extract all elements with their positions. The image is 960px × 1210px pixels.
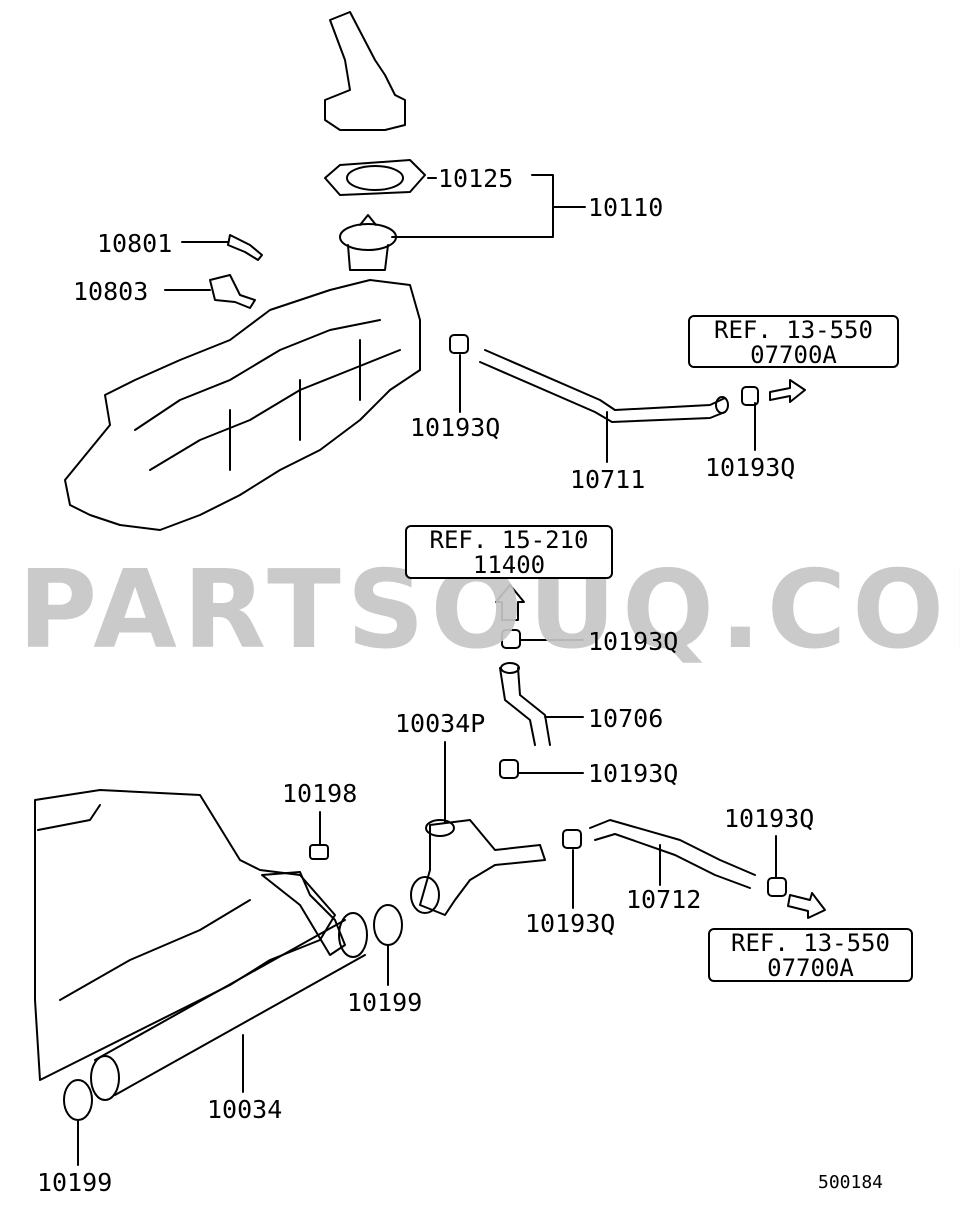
reference-box[interactable]: REF. 13-550 07700A bbox=[688, 315, 899, 368]
clamp bbox=[741, 386, 759, 406]
clamp bbox=[562, 829, 582, 849]
part-label-10193q[interactable]: 10193Q bbox=[410, 413, 501, 442]
water-pipe bbox=[94, 919, 366, 1096]
water-outlet bbox=[419, 819, 546, 916]
clamp bbox=[767, 877, 787, 897]
reference-line1: REF. 13-550 bbox=[731, 929, 890, 957]
sensor-10803 bbox=[209, 274, 256, 309]
part-label-10193q[interactable]: 10193Q bbox=[588, 627, 679, 656]
part-label-10199[interactable]: 10199 bbox=[347, 988, 423, 1017]
part-label-10034[interactable]: 10034 bbox=[207, 1095, 283, 1124]
intake-manifold bbox=[64, 279, 421, 531]
reference-line2: 07700A bbox=[767, 954, 854, 982]
arrow-right-icon bbox=[787, 892, 826, 919]
hose-10712 bbox=[589, 819, 756, 889]
clamp bbox=[499, 759, 519, 779]
thermostat bbox=[339, 214, 397, 271]
o-ring bbox=[373, 904, 403, 946]
bolt bbox=[309, 844, 329, 860]
engine-block bbox=[34, 789, 336, 1081]
part-label-10034p[interactable]: 10034P bbox=[395, 709, 486, 738]
reference-line1: REF. 13-550 bbox=[714, 316, 873, 344]
part-label-10199[interactable]: 10199 bbox=[37, 1168, 113, 1197]
part-label-10801[interactable]: 10801 bbox=[97, 229, 173, 258]
diagram-code: 500184 bbox=[818, 1172, 884, 1193]
reference-box[interactable]: REF. 13-550 07700A bbox=[708, 928, 913, 982]
hose-10706 bbox=[499, 667, 551, 746]
reference-line2: 07700A bbox=[750, 341, 837, 369]
arrow-right-icon bbox=[769, 379, 806, 403]
part-label-10193q[interactable]: 10193Q bbox=[525, 909, 616, 938]
part-label-10193q[interactable]: 10193Q bbox=[724, 804, 815, 833]
gasket bbox=[324, 159, 426, 196]
part-label-10110[interactable]: 10110 bbox=[588, 193, 664, 222]
leader-lines bbox=[77, 174, 777, 1166]
part-label-10712[interactable]: 10712 bbox=[626, 885, 702, 914]
part-label-10711[interactable]: 10711 bbox=[570, 465, 646, 494]
arrow-up-icon bbox=[495, 584, 525, 621]
part-label-10193q[interactable]: 10193Q bbox=[588, 759, 679, 788]
thermostat-housing bbox=[324, 11, 406, 131]
sensor-10801 bbox=[227, 234, 263, 261]
part-label-10193q[interactable]: 10193Q bbox=[705, 453, 796, 482]
reference-box[interactable]: REF. 15-210 11400 bbox=[405, 525, 613, 579]
part-label-10125[interactable]: 10125 bbox=[438, 164, 514, 193]
clamp bbox=[449, 334, 469, 354]
part-label-10803[interactable]: 10803 bbox=[73, 277, 149, 306]
hose-10711 bbox=[479, 349, 726, 423]
part-label-10198[interactable]: 10198 bbox=[282, 779, 358, 808]
reference-line2: 11400 bbox=[472, 551, 546, 579]
o-ring bbox=[63, 1079, 93, 1121]
part-label-10706[interactable]: 10706 bbox=[588, 704, 664, 733]
reference-line1: REF. 15-210 bbox=[429, 526, 589, 554]
